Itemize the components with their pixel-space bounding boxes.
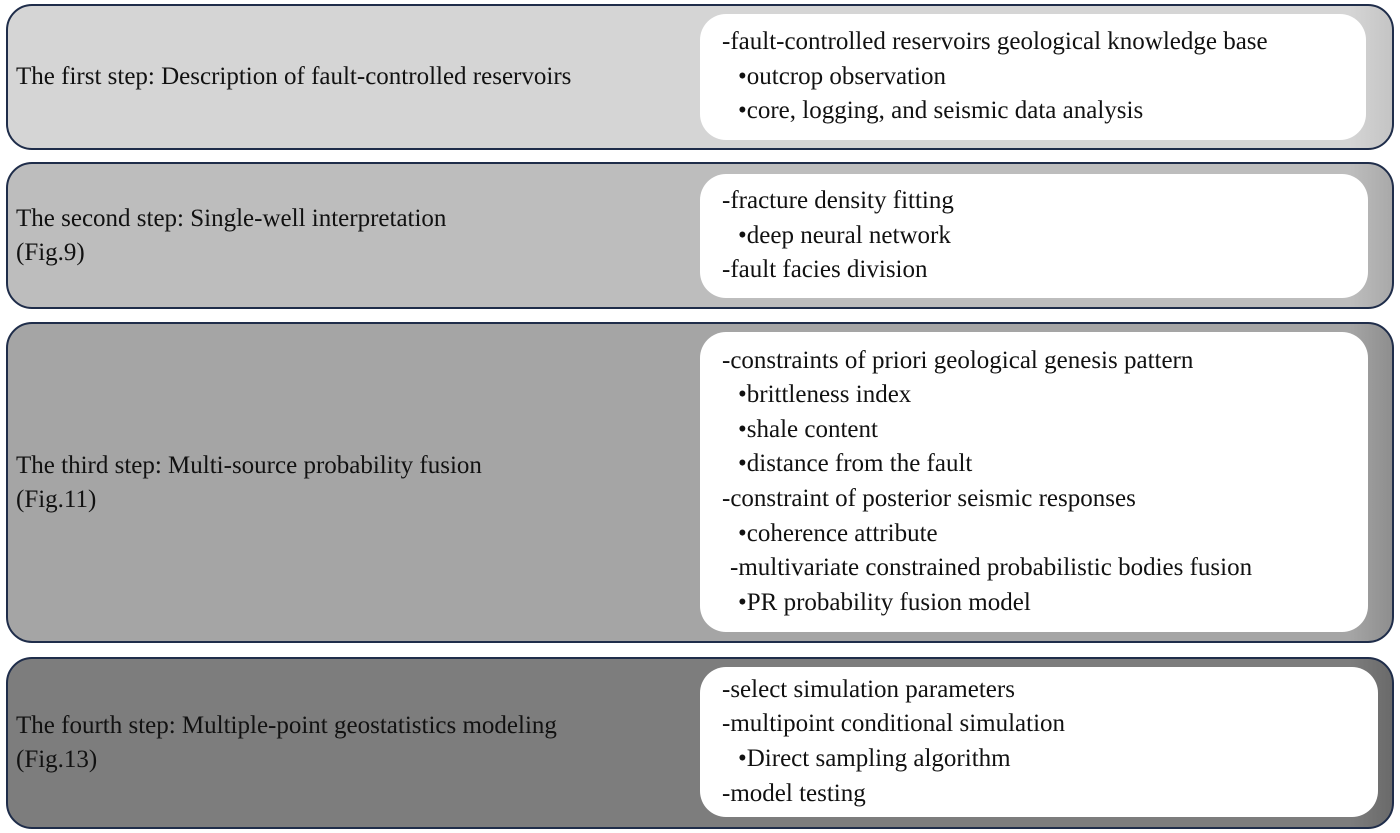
step-2-label-text: The second step: Single-well interpretat… xyxy=(16,204,447,266)
step-4-detail-3: •Direct sampling algorithm xyxy=(738,745,1011,772)
step-3-detail-7: -multivariate constrained probabilistic … xyxy=(730,554,1253,582)
step-3-detail-1: -constraints of priori geological genesi… xyxy=(722,346,1194,374)
step-3-detail-3: •shale content xyxy=(738,415,878,443)
step-1-detail-1: -fault-controlled reservoirs geological … xyxy=(722,28,1268,56)
step-3-detail-4: •distance from the fault xyxy=(738,450,973,478)
step-4-detail-1: -select simulation parameters xyxy=(722,675,1015,703)
step-4-panel: The fourth step: Multiple-point geostati… xyxy=(6,657,1394,829)
step-3-detail-8: •PR probability fusion model xyxy=(738,588,1031,616)
step-4-detail-2: -multipoint conditional simulation xyxy=(722,710,1066,738)
step-2-detail-1: -fracture density fitting xyxy=(722,187,954,215)
step-3-detail-2: •brittleness index xyxy=(738,381,912,409)
step-2-details: -fracture density fitting •deep neural n… xyxy=(700,174,1368,298)
step-1-label-text: The first step: Description of fault-con… xyxy=(16,63,572,90)
step-1-detail-3: •core, logging, and seismic data analysi… xyxy=(738,97,1144,125)
step-1-details: -fault-controlled reservoirs geological … xyxy=(700,14,1366,140)
step-3-details: -constraints of priori geological genesi… xyxy=(700,332,1368,632)
step-2-label: The second step: Single-well interpretat… xyxy=(16,164,696,307)
step-4-details: -select simulation parameters -multipoin… xyxy=(700,667,1378,817)
step-3-detail-6: •coherence attribute xyxy=(738,519,938,547)
step-3-label: The third step: Multi-source probability… xyxy=(16,324,696,641)
step-3-panel: The third step: Multi-source probability… xyxy=(6,322,1394,643)
step-1-panel: The first step: Description of fault-con… xyxy=(6,4,1394,150)
step-4-label-text: The fourth step: Multiple-point geostati… xyxy=(16,712,557,773)
step-2-detail-2: •deep neural network xyxy=(738,221,951,249)
step-1-detail-2: •outcrop observation xyxy=(738,62,947,90)
step-3-detail-5: -constraint of posterior seismic respons… xyxy=(722,485,1136,512)
step-4-detail-4: -model testing xyxy=(722,779,866,807)
step-2-panel: The second step: Single-well interpretat… xyxy=(6,162,1394,309)
step-2-detail-3: -fault facies division xyxy=(722,256,928,284)
step-4-label: The fourth step: Multiple-point geostati… xyxy=(16,659,696,827)
step-1-label: The first step: Description of fault-con… xyxy=(16,6,696,148)
step-3-label-text: The third step: Multi-source probability… xyxy=(16,451,482,513)
